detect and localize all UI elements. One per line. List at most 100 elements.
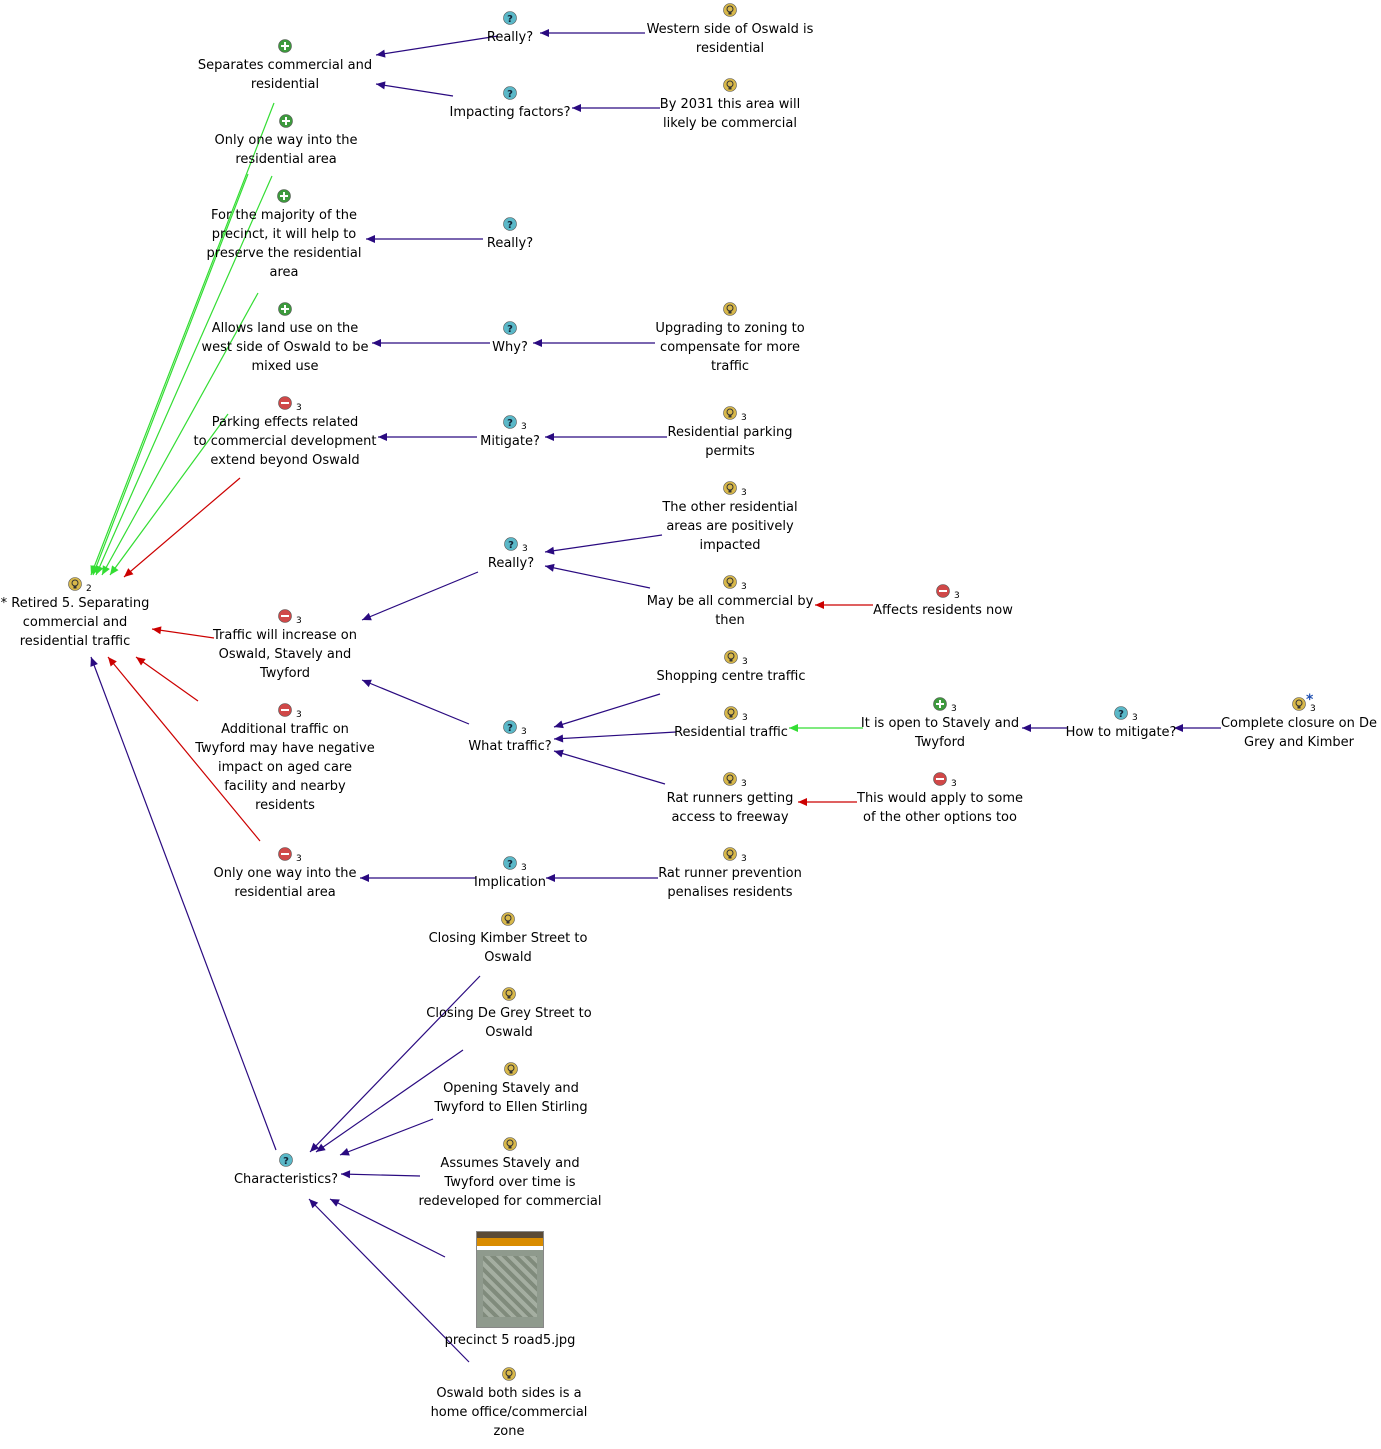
- node-pro4[interactable]: Allows land use on the west side of Oswa…: [190, 302, 380, 376]
- count-badge: 2: [86, 584, 92, 594]
- arrowhead: [376, 81, 386, 90]
- arrowhead: [341, 1170, 351, 1179]
- count-badge: 3: [1310, 704, 1316, 714]
- count-badge: 3: [742, 657, 748, 667]
- link: [361, 571, 479, 621]
- arrowhead: [545, 546, 555, 555]
- link: [553, 750, 666, 785]
- node-i-both[interactable]: Oswald both sides is a home office/comme…: [414, 1367, 604, 1441]
- arrowhead: [310, 1142, 320, 1152]
- question-icon: ?: [279, 1153, 293, 1167]
- node-i-assumes[interactable]: Assumes Stavely and Twyford over time is…: [410, 1137, 610, 1211]
- arrowhead: [366, 235, 375, 243]
- idea-icon: 3: [723, 481, 747, 498]
- node-label: Affects residents now: [873, 603, 1013, 618]
- arrowhead: [362, 612, 372, 621]
- node-q-char[interactable]: ?Characteristics?: [211, 1153, 361, 1189]
- link: [553, 693, 661, 728]
- arrowhead: [1022, 724, 1031, 732]
- arrowhead: [372, 339, 381, 347]
- node-label: Parking effects related to commercial de…: [193, 415, 377, 468]
- node-img-precinct[interactable]: precinct 5 road5.jpg: [430, 1231, 590, 1350]
- node-label: Additional traffic on Twyford may have n…: [195, 722, 375, 813]
- link: [329, 1198, 446, 1258]
- image-thumbnail[interactable]: [476, 1231, 544, 1328]
- arrowhead: [545, 433, 554, 441]
- arrowhead: [316, 1143, 326, 1152]
- arrowhead: [1174, 724, 1183, 732]
- node-label: Really?: [486, 30, 534, 45]
- question-icon: ?3: [1114, 706, 1138, 723]
- question-icon: ?3: [504, 537, 528, 554]
- node-i-stavely[interactable]: Opening Stavely and Twyford to Ellen Sti…: [416, 1062, 606, 1117]
- arrowhead: [360, 874, 369, 882]
- node-label: This would apply to some of the other op…: [857, 791, 1023, 825]
- node-i-kimber[interactable]: Closing Kimber Street to Oswald: [413, 912, 603, 967]
- node-q-really2[interactable]: ?Really?: [450, 217, 570, 253]
- svg-text:?: ?: [507, 324, 513, 335]
- modified-marker: *: [1306, 692, 1314, 708]
- node-label: Allows land use on the west side of Oswa…: [201, 321, 369, 374]
- svg-text:?: ?: [507, 89, 513, 100]
- node-pro2[interactable]: Only one way into the residential area: [196, 114, 376, 169]
- supporting-link: [90, 102, 275, 576]
- node-label: Traffic will increase on Oswald, Stavely…: [213, 628, 357, 681]
- supporting-link: [109, 413, 229, 576]
- node-label: By 2031 this area will likely be commerc…: [659, 97, 801, 131]
- node-pro3[interactable]: For the majority of the precinct, it wil…: [199, 189, 369, 282]
- node-root[interactable]: 2* Retired 5. Separating commercial and …: [0, 577, 155, 651]
- arrowhead: [90, 657, 98, 667]
- question-icon: ?: [503, 321, 517, 335]
- svg-text:?: ?: [1118, 709, 1124, 720]
- count-badge: 3: [741, 413, 747, 423]
- node-label: precinct 5 road5.jpg: [444, 1333, 576, 1348]
- con-icon: 3: [278, 396, 302, 413]
- node-i-western[interactable]: Western side of Oswald is residential: [635, 3, 825, 58]
- node-i-2031[interactable]: By 2031 this area will likely be commerc…: [640, 78, 820, 133]
- node-label: Shopping centre traffic: [656, 669, 806, 684]
- node-i-closure[interactable]: 3*Complete closure on De Grey and Kimber: [1214, 692, 1381, 752]
- node-pro1[interactable]: Separates commercial and residential: [190, 39, 380, 94]
- node-label: May be all commercial by then: [646, 594, 814, 628]
- idea-icon: 2: [68, 577, 92, 594]
- arrowhead: [90, 565, 98, 575]
- node-i-upgrade[interactable]: Upgrading to zoning to compensate for mo…: [645, 302, 815, 376]
- arrowhead: [362, 679, 372, 688]
- node-q-why[interactable]: ?Why?: [450, 321, 570, 357]
- svg-text:?: ?: [507, 220, 513, 231]
- arrowhead: [554, 749, 564, 758]
- node-label: Only one way into the residential area: [214, 133, 358, 167]
- link: [90, 656, 277, 1151]
- node-label: Rat runner prevention penalises resident…: [658, 866, 802, 900]
- idea-icon: [723, 78, 737, 92]
- node-q-impact[interactable]: ?Impacting factors?: [435, 86, 585, 122]
- link: [553, 731, 677, 740]
- idea-icon: 3: [724, 706, 748, 723]
- node-label: Opening Stavely and Twyford to Ellen Sti…: [434, 1081, 588, 1115]
- question-icon: ?3: [503, 856, 527, 873]
- node-i-degrey[interactable]: Closing De Grey Street to Oswald: [414, 987, 604, 1042]
- node-q-really1[interactable]: ?Really?: [450, 11, 570, 47]
- supporting-link: [101, 292, 259, 576]
- opposing-link: [151, 628, 215, 639]
- svg-text:?: ?: [507, 723, 513, 734]
